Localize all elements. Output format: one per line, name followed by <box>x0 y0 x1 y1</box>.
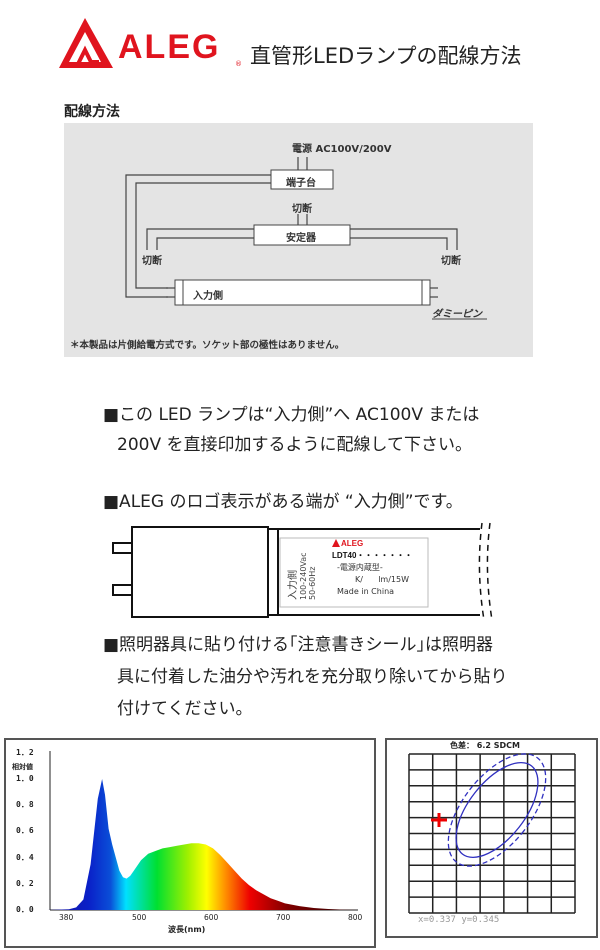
cut-label-top: 切断 <box>292 204 312 215</box>
instruction-3a: ■照明器具に貼り付ける｢注意書きシール｣は照明器 <box>103 635 494 655</box>
instruction-1b: 200V を直接印加するように配線して下さい。 <box>117 435 472 455</box>
registered-mark: ® <box>235 60 242 68</box>
power-label: 電源 AC100V/200V <box>292 144 392 155</box>
aleg-logo-icon <box>59 18 113 68</box>
measured-point-cross-icon <box>431 813 447 827</box>
x-tick-label: 380 <box>59 913 74 922</box>
y-axis-label: 相対値 <box>12 763 33 771</box>
lamp-label-model: LDT40・・・・・・・ <box>332 551 413 560</box>
y-tick-label: 0．0 <box>16 905 34 914</box>
cut-label-left: 切断 <box>142 256 162 267</box>
x-axis-label: 波長(nm) <box>168 925 206 934</box>
lamp-end-drawing <box>112 522 493 621</box>
terminal-block-box <box>270 169 334 190</box>
sdcm-ellipse-outer <box>447 753 547 867</box>
page-title: 直管形LEDランプの配線方法 <box>250 44 522 68</box>
lamp-label-brand: ALEG <box>341 539 364 548</box>
spectrum-chart-frame <box>4 738 376 948</box>
dummy-pin-label: ダミーピン <box>432 309 482 320</box>
x-tick-label: 700 <box>276 913 291 922</box>
x-tick-label: 800 <box>348 913 363 922</box>
brand-logo-text: ALEG <box>118 28 221 66</box>
wiring-diagram <box>64 123 533 357</box>
x-tick-label: 500 <box>132 913 147 922</box>
instruction-3b: 具に付着した油分や汚れを充分取り除いてから貼り <box>117 667 508 687</box>
sdcm-point-label: x=0.337 y=0.345 <box>418 915 500 925</box>
sdcm-ellipse-inner <box>455 761 539 859</box>
instruction-1a: ■この LED ランプは“入力側”へ AC100V または <box>103 405 480 425</box>
cut-label-right: 切断 <box>441 256 461 267</box>
y-tick-label: 0．2 <box>16 878 34 888</box>
lamp-label-origin: Made in China <box>337 587 395 596</box>
y-tick-label: 1．2 <box>16 747 34 757</box>
footnote: ＊本製品は片側給電方式です。ソケット部の極性はありません。 <box>70 340 345 351</box>
x-tick-label: 600 <box>204 913 219 922</box>
lamp-label-voltage: 100-240Vac <box>299 552 308 600</box>
spectrum-area <box>47 779 358 910</box>
lamp-label-frequency: 50-60Hz <box>308 566 317 600</box>
ballast-label: 安定器 <box>286 233 316 244</box>
y-tick-label: 0．8 <box>16 800 34 810</box>
terminal-block-label: 端子台 <box>286 178 316 189</box>
sdcm-chart <box>408 753 576 914</box>
ballast-box <box>253 224 351 246</box>
y-tick-label: 0．4 <box>16 852 34 862</box>
y-tick-label: 0．6 <box>16 826 34 836</box>
y-tick-label: 1．0 <box>16 774 34 783</box>
lamp-label-spec: K/ lm/15W <box>355 575 409 584</box>
lamp-label-logo-icon <box>332 539 340 547</box>
sdcm-chart-frame <box>385 738 598 938</box>
tube-shape <box>174 279 431 306</box>
input-side-label: 入力側 <box>193 291 223 302</box>
section-title: 配線方法 <box>64 104 120 120</box>
sdcm-title: 色差： 6.2 SDCM <box>450 741 520 750</box>
lamp-label-input-side: 入力側 <box>288 570 299 600</box>
lamp-label-type: -電源内蔵型- <box>337 563 383 572</box>
instruction-2: ■ALEG のロゴ表示がある端が “入力側”です。 <box>103 492 463 512</box>
instruction-3c: 付けてください。 <box>117 699 253 719</box>
spectrum-chart <box>47 751 358 911</box>
